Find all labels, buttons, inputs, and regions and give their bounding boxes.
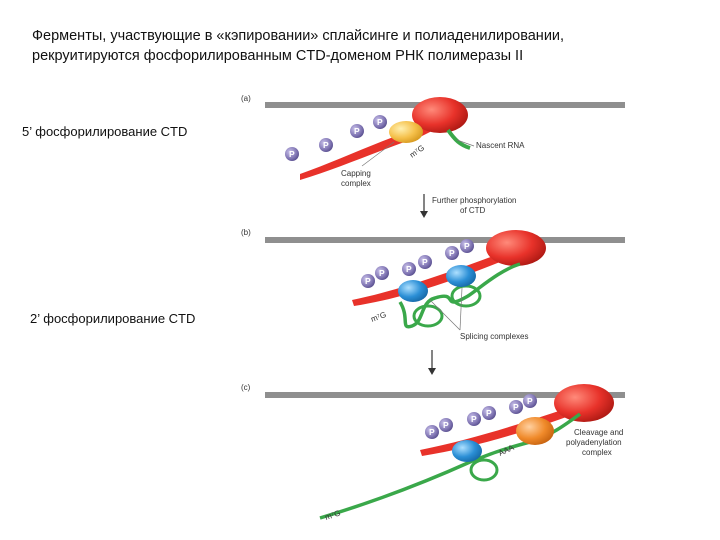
- phosphate: [523, 394, 537, 408]
- panel-b-splicing-complex: [398, 280, 428, 302]
- panel-c-cap: m⁷G: [324, 508, 342, 521]
- phosphate: [375, 266, 389, 280]
- panel-c-intron-loop: [469, 458, 499, 482]
- panel-c-polymerase: [554, 384, 614, 422]
- panel-c-cleavage-complex: [516, 417, 554, 445]
- phosphate-label: P: [365, 276, 371, 286]
- phosphate: [425, 425, 439, 439]
- title-line-1: Ферменты, участвующие в «кэпировании» сп…: [32, 28, 565, 44]
- phosphate: [373, 115, 387, 129]
- panel-b-splicing-pointer: [429, 299, 461, 331]
- panel-c-letter: (c): [241, 383, 251, 392]
- phosphate-label: P: [527, 396, 533, 406]
- phosphate-label: P: [379, 268, 385, 278]
- phosphate: [482, 406, 496, 420]
- phosphate: [361, 274, 375, 288]
- phosphate-label: P: [471, 414, 477, 424]
- panel-c-cleavage-line3: complex: [582, 448, 612, 457]
- panel-b-rna: [398, 262, 521, 329]
- step-arrow-1-head: [420, 211, 428, 218]
- panel-a-phosphates: P P P P: [285, 115, 387, 161]
- panel-b-polymerase: [486, 230, 546, 266]
- panel-a-rna-pointer: [456, 139, 475, 147]
- panel-b-intron-loop: [412, 304, 444, 328]
- panel-b-letter: (b): [241, 228, 251, 237]
- phosphate-label: P: [464, 241, 470, 251]
- panel-a-letter: (a): [241, 94, 251, 103]
- phosphate-label: P: [449, 248, 455, 258]
- panel-a-nascent-rna: [446, 128, 471, 150]
- step-text-line2: of CTD: [460, 206, 486, 215]
- phosphate-label: P: [354, 126, 360, 136]
- panel-a-capping-complex: [389, 121, 423, 143]
- panel-a-capping-line2: complex: [341, 179, 371, 188]
- phosphate-label: P: [422, 257, 428, 267]
- panel-a-nascent-label: Nascent RNA: [476, 141, 525, 150]
- panel-b-cap: m⁷G: [370, 310, 388, 324]
- step-arrow-2-head: [428, 368, 436, 375]
- phosphate: [467, 412, 481, 426]
- phosphate-label: P: [323, 140, 329, 150]
- step-text-line1: Further phosphorylation: [432, 196, 517, 205]
- label-two-prime: 2’ фосфорилирование CTD: [30, 311, 196, 326]
- panel-a-polymerase: [412, 97, 468, 133]
- page-title: Ферменты, участвующие в «кэпировании» сп…: [32, 26, 702, 66]
- panel-a-cap: m⁷G: [408, 143, 426, 159]
- panel-a-capping-line1: Capping: [341, 169, 371, 178]
- panel-b-dna: [265, 237, 625, 243]
- phosphate: [460, 239, 474, 253]
- panel-b-splicing-complex: [446, 265, 476, 287]
- title-line-2: рекруитируются фосфорилированным CTD-дом…: [32, 48, 524, 64]
- phosphate-label: P: [406, 264, 412, 274]
- phosphate: [418, 255, 432, 269]
- phosphate: [509, 400, 523, 414]
- label-five-prime: 5’ фосфорилирование CTD: [22, 124, 188, 139]
- phosphate-label: P: [289, 149, 295, 159]
- phosphate-label: P: [429, 427, 435, 437]
- phosphate: [445, 246, 459, 260]
- panel-c-phosphates: P P P P P P: [425, 394, 537, 439]
- panel-b-phosphates: P P P P P P: [361, 239, 474, 288]
- phosphate: [319, 138, 333, 152]
- panel-c-dna: [265, 392, 625, 398]
- panel-c-cleavage-line2: polyadenylation: [566, 438, 622, 447]
- phosphate: [350, 124, 364, 138]
- phosphate: [439, 418, 453, 432]
- phosphate-label: P: [486, 408, 492, 418]
- phosphate-label: P: [377, 117, 383, 127]
- panel-c-cleavage-line1: Cleavage and: [574, 428, 623, 437]
- panel-c-splicing-complex: [452, 440, 482, 462]
- phosphate-label: P: [513, 402, 519, 412]
- phosphate: [285, 147, 299, 161]
- panel-b-splicing-label: Splicing complexes: [460, 332, 528, 341]
- panel-a-capping-pointer: [361, 141, 395, 167]
- phosphate: [402, 262, 416, 276]
- panel-b-splicing-pointer: [459, 287, 463, 331]
- phosphate-label: P: [443, 420, 449, 430]
